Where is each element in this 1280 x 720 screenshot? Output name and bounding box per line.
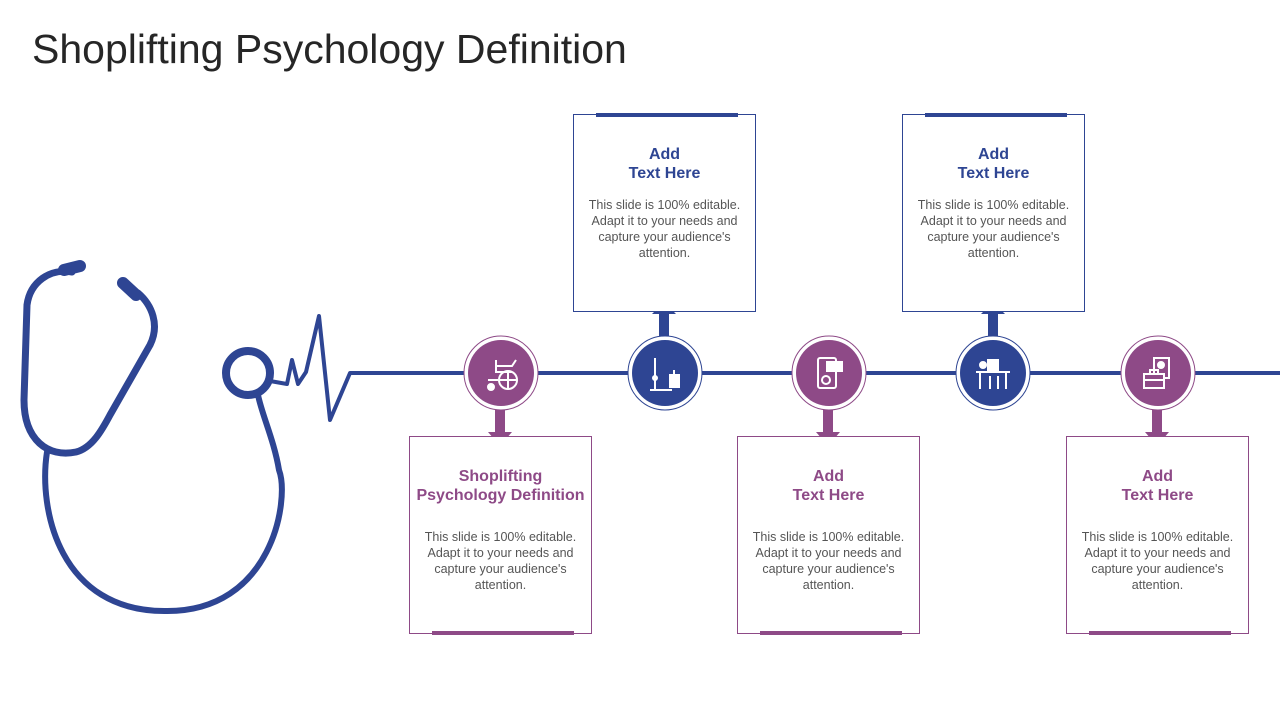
card-accent-bar — [925, 113, 1067, 117]
card-heading: Add Text Here — [957, 146, 1030, 182]
node-circle — [791, 335, 867, 411]
card-body: This slide is 100% editable. Adapt it to… — [752, 530, 905, 592]
step-card: Shoplifting Psychology Definition This s… — [409, 436, 592, 635]
step-card: Add Text Here This slide is 100% editabl… — [1066, 436, 1249, 635]
card-heading: Shoplifting Psychology Definition — [416, 468, 585, 504]
card-body: This slide is 100% editable. Adapt it to… — [588, 198, 741, 260]
wheelchair-icon — [487, 359, 518, 391]
card-accent-bar — [760, 631, 902, 635]
card-accent-bar — [596, 113, 738, 117]
card-heading: Add Text Here — [628, 146, 701, 182]
card-body: This slide is 100% editable. Adapt it to… — [917, 198, 1070, 260]
node-circle — [463, 335, 539, 411]
desk-chair-icon — [976, 359, 1010, 389]
page-title: Shoplifting Psychology Definition — [32, 26, 627, 72]
card-accent-bar — [432, 631, 574, 635]
node-circle — [627, 335, 703, 411]
node-circle — [1120, 335, 1196, 411]
card-accent-bar — [1089, 631, 1231, 635]
step-card: Add Text Here This slide is 100% editabl… — [573, 113, 756, 312]
iv-drip-icon — [650, 358, 680, 391]
card-body: This slide is 100% editable. Adapt it to… — [1081, 530, 1234, 592]
step-card: Add Text Here This slide is 100% editabl… — [737, 436, 920, 635]
card-body: This slide is 100% editable. Adapt it to… — [424, 530, 577, 592]
nft-phone-icon — [817, 357, 843, 389]
step-card: Add Text Here This slide is 100% editabl… — [902, 113, 1085, 312]
stethoscope-icon — [20, 260, 1280, 615]
card-heading: Add Text Here — [792, 468, 865, 504]
documents-icon — [1143, 357, 1170, 389]
card-heading: Add Text Here — [1121, 468, 1194, 504]
node-circle — [955, 335, 1031, 411]
